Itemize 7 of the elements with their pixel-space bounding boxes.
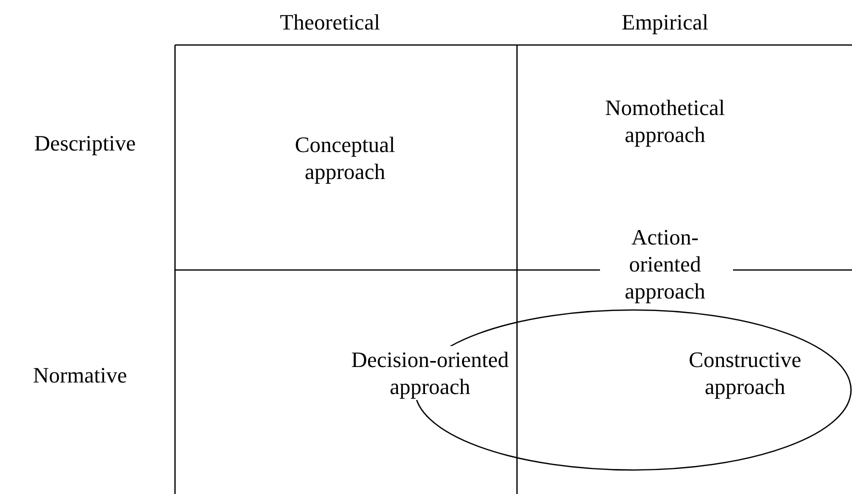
column-header: Theoretical [280, 8, 380, 36]
row-header: Descriptive [34, 130, 136, 156]
column-header: Empirical [622, 8, 708, 36]
approach-label: Nomothetical approach [604, 94, 726, 148]
row-header: Normative [32, 362, 128, 388]
approach-label: Constructive approach [688, 346, 802, 400]
approach-label: Conceptual approach [294, 131, 396, 185]
